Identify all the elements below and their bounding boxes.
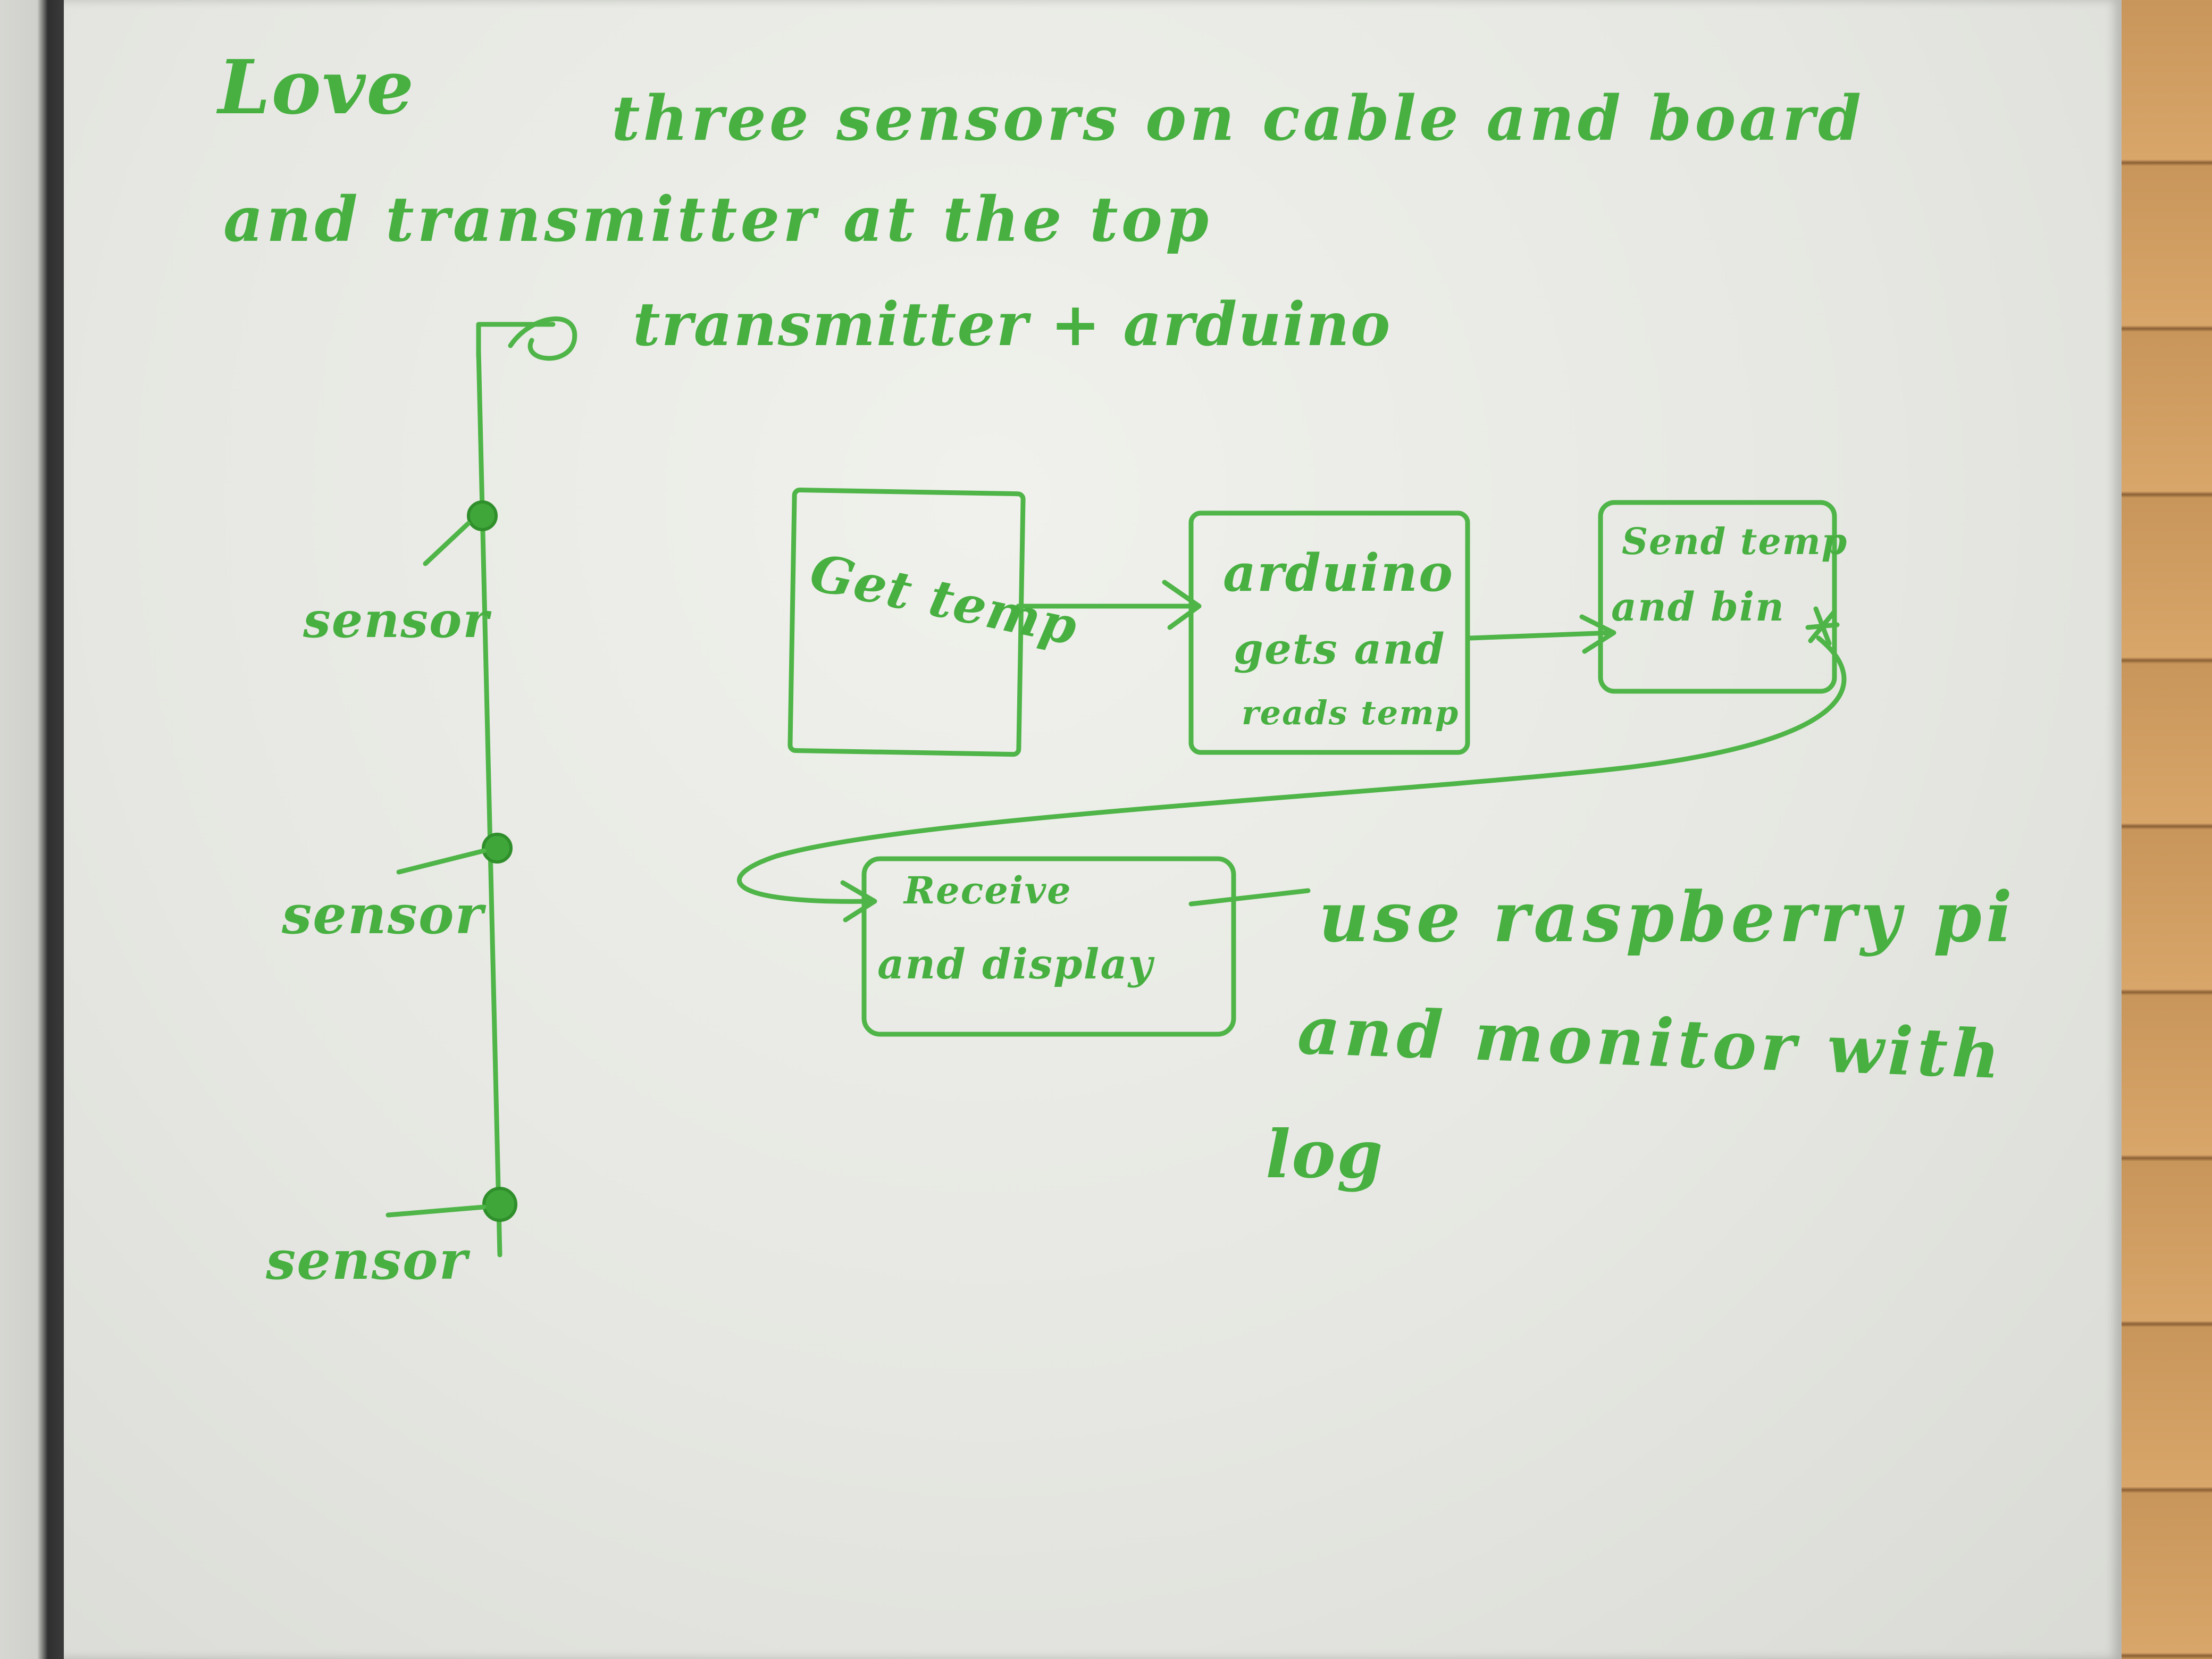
transmitter-loop (508, 316, 577, 361)
sensor-dot-3 (482, 1187, 517, 1222)
cable-line (476, 348, 502, 1258)
box-arduino-outline (1188, 510, 1470, 755)
box-receive-line-1: Receive (904, 868, 1072, 912)
receive-to-note-line (1188, 888, 1311, 907)
side-note-line-3: log (1266, 1116, 1384, 1193)
sensor-dot-2 (482, 833, 513, 864)
whiteboard (64, 0, 2122, 1659)
sensor-dot-1 (467, 500, 498, 531)
sensor-lead-2 (396, 848, 487, 875)
transmitter-bracket (476, 322, 556, 359)
box-arduino-line-2: gets and (1234, 624, 1446, 674)
box-receive-line-2: and display (877, 940, 1154, 988)
box-send-line-2: and bin (1611, 584, 1785, 630)
box-receive-outline (861, 856, 1236, 1037)
box-arduino-line-1: arduino (1223, 543, 1454, 603)
note-line-2: and transmitter at the top (223, 183, 1212, 256)
transmitter-label: transmitter + arduino (633, 290, 1392, 359)
box-send-line-1: Send temp (1622, 521, 1848, 563)
note-love-word: Love (218, 44, 415, 131)
box-get-temp-outline (787, 488, 1026, 757)
star-mark (1805, 606, 1840, 646)
sensor-lead-3 (386, 1204, 487, 1218)
arrow-get-to-arduino (1016, 580, 1202, 630)
box-arduino-line-3: reads temp (1242, 693, 1460, 732)
sensor-lead-1 (423, 521, 471, 566)
box-send-outline (1598, 500, 1837, 694)
sensor-label-1: sensor (303, 591, 490, 649)
board-frame (0, 0, 64, 1659)
arrow-send-to-receive (736, 635, 1847, 904)
sensor-label-3: sensor (266, 1229, 468, 1292)
note-line-1: three sensors on cable and board (611, 82, 1865, 155)
side-note-line-1: use raspberry pi (1319, 876, 2017, 958)
arrow-arduino-to-send (1468, 614, 1616, 654)
arrow-send-to-receive-head (840, 880, 877, 923)
wood-wall (2122, 0, 2212, 1659)
sensor-label-2: sensor (282, 883, 484, 946)
